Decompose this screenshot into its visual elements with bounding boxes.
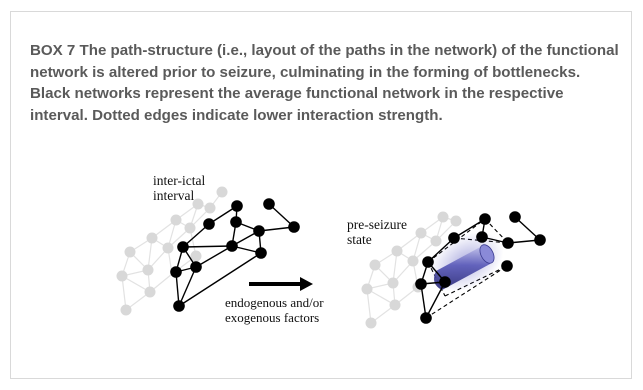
figure-box	[10, 11, 632, 379]
right-black-nodes	[415, 211, 546, 324]
pre-seizure-label-line1: pre-seizure	[347, 217, 407, 232]
pre-seizure-label-line2: state	[347, 232, 372, 247]
right-grey-nodes	[361, 211, 462, 329]
arrow-label-line1: endogenous and/or	[225, 295, 324, 310]
inter-ictal-label-line1: inter-ictal	[153, 173, 205, 188]
transition-arrow	[249, 277, 313, 291]
caption-text: The path-structure (i.e., layout of the …	[30, 42, 619, 124]
inter-ictal-label-line2: interval	[153, 188, 194, 203]
inter-ictal-network	[116, 186, 300, 316]
box-label: BOX 7	[30, 42, 76, 59]
left-black-nodes	[170, 198, 300, 312]
pre-seizure-network	[361, 211, 546, 329]
left-grey-nodes	[116, 186, 228, 316]
arrow-label-line2: exogenous factors	[225, 310, 319, 325]
caption: BOX 7 The path-structure (i.e., layout o…	[30, 40, 622, 126]
